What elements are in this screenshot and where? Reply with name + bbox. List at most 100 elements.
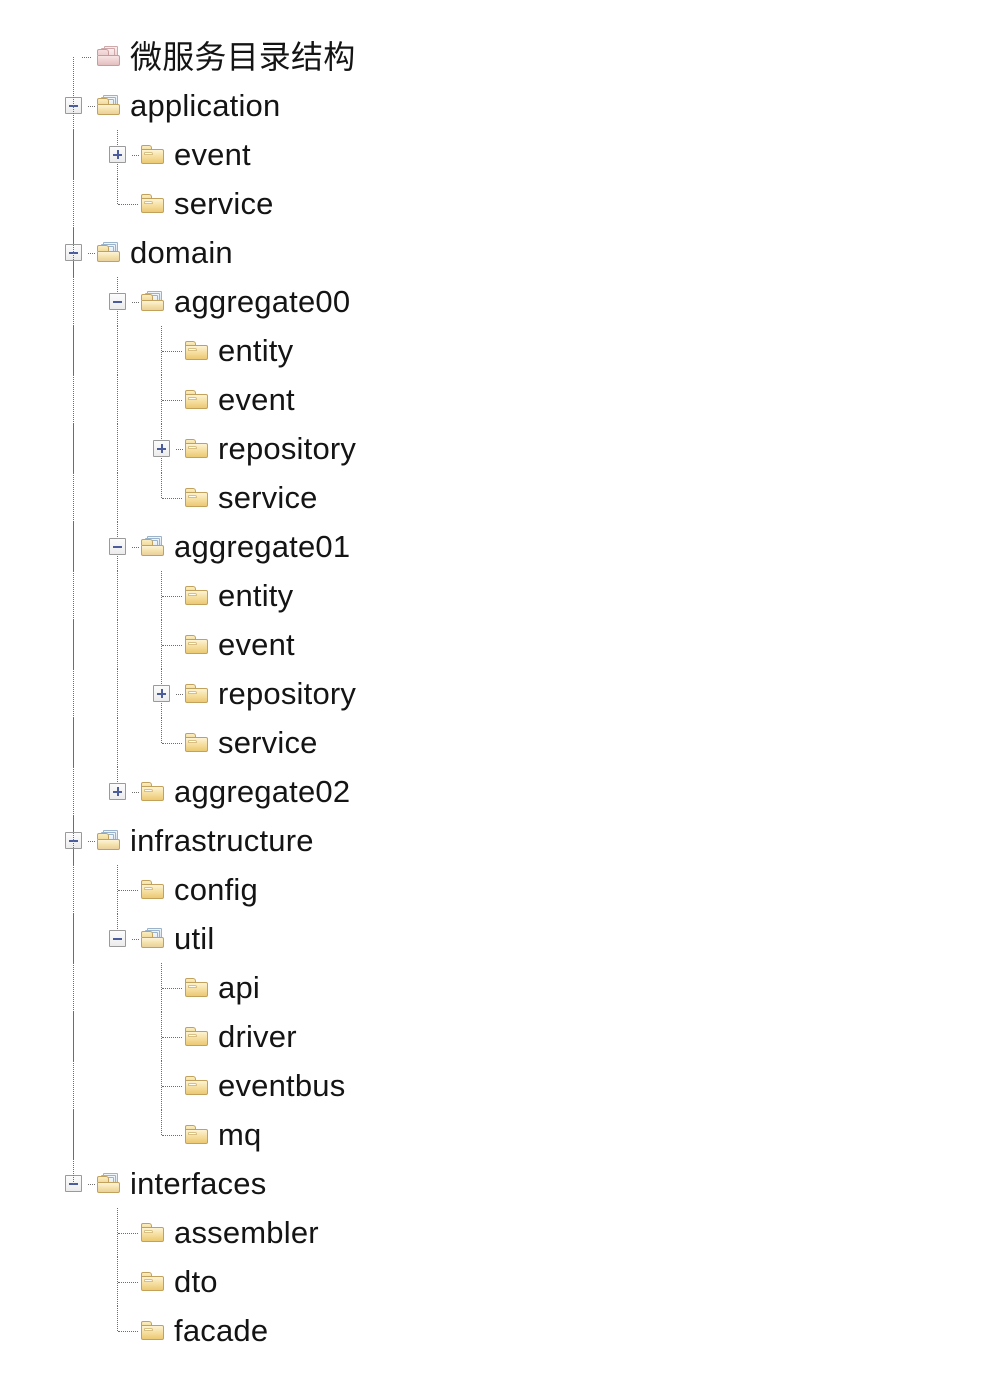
tree-node-config[interactable]: config bbox=[73, 865, 258, 914]
tree-guide-line bbox=[176, 693, 183, 696]
tree-node-knob bbox=[140, 1012, 184, 1061]
closed-folder-icon bbox=[140, 781, 166, 803]
tree-node-label: aggregate02 bbox=[174, 774, 351, 809]
collapse-node-icon[interactable] bbox=[109, 292, 126, 310]
tree-node-util[interactable]: util bbox=[73, 914, 214, 963]
tree-guide-line bbox=[162, 644, 182, 647]
tree-guide-line bbox=[117, 1306, 119, 1331]
tree-guide-line bbox=[88, 840, 95, 843]
tree-node-label: 微服务目录结构 bbox=[130, 37, 356, 76]
tree-node-dto[interactable]: dto bbox=[96, 1257, 218, 1306]
tree-node-knob[interactable] bbox=[96, 277, 140, 326]
tree-node-knob bbox=[140, 718, 184, 767]
open-folder-icon bbox=[140, 535, 166, 558]
tree-node-knob bbox=[140, 620, 184, 669]
tree-node-assembler[interactable]: assembler bbox=[96, 1208, 319, 1257]
tree-node-label: api bbox=[218, 970, 260, 1005]
tree-node-aggregate01[interactable]: aggregate01 bbox=[73, 522, 351, 571]
tree-node-knob[interactable] bbox=[96, 767, 140, 816]
tree-guide-line bbox=[118, 889, 138, 892]
tree-guide-line bbox=[161, 1061, 163, 1110]
open-folder-icon bbox=[96, 829, 122, 852]
tree-guide-line bbox=[88, 252, 95, 255]
tree-guide-line bbox=[117, 473, 119, 522]
tree-node-knob[interactable] bbox=[96, 522, 140, 571]
tree-node-aggregate02[interactable]: aggregate02 bbox=[73, 767, 351, 816]
tree-node-application[interactable]: application bbox=[52, 81, 280, 130]
tree-guide-line bbox=[117, 767, 119, 792]
tree-node-微服务目录结构[interactable]: 微服务目录结构 bbox=[52, 32, 355, 81]
tree-node-driver[interactable]: driver bbox=[73, 1012, 297, 1061]
tree-node-service[interactable]: service bbox=[73, 473, 318, 522]
tree-node-label: event bbox=[218, 382, 295, 417]
tree-node-knob[interactable] bbox=[96, 130, 140, 179]
closed-folder-icon bbox=[184, 487, 210, 509]
tree-guide-line bbox=[162, 399, 182, 402]
tree-node-label: interfaces bbox=[130, 1166, 267, 1201]
expand-node-icon[interactable] bbox=[153, 684, 170, 702]
tree-node-label: driver bbox=[218, 1019, 297, 1054]
expand-node-icon[interactable] bbox=[153, 439, 170, 457]
root-open-folder-icon bbox=[96, 45, 122, 68]
tree-guide-line bbox=[117, 571, 119, 620]
tree-node-service[interactable]: service bbox=[73, 179, 274, 228]
closed-folder-icon bbox=[184, 438, 210, 460]
tree-node-label: eventbus bbox=[218, 1068, 346, 1103]
tree-node-label: facade bbox=[174, 1313, 269, 1348]
closed-folder-icon bbox=[140, 144, 166, 166]
closed-folder-icon bbox=[140, 1222, 166, 1244]
tree-node-entity[interactable]: entity bbox=[73, 571, 293, 620]
collapse-node-icon[interactable] bbox=[109, 929, 126, 947]
tree-node-knob bbox=[96, 1306, 140, 1355]
tree-guide-line bbox=[161, 375, 163, 424]
tree-guide-line bbox=[117, 1208, 119, 1257]
tree-node-label: dto bbox=[174, 1264, 218, 1299]
tree-guide-line bbox=[73, 56, 75, 1184]
tree-node-event[interactable]: event bbox=[73, 130, 251, 179]
tree-node-mq[interactable]: mq bbox=[73, 1110, 261, 1159]
tree-node-knob[interactable] bbox=[140, 424, 184, 473]
closed-folder-icon bbox=[184, 585, 210, 607]
tree-guide-line bbox=[117, 375, 119, 424]
tree-node-aggregate00[interactable]: aggregate00 bbox=[73, 277, 351, 326]
tree-node-api[interactable]: api bbox=[73, 963, 260, 1012]
tree-node-knob bbox=[140, 473, 184, 522]
tree-node-event[interactable]: event bbox=[73, 620, 295, 669]
tree-node-interfaces[interactable]: interfaces bbox=[52, 1159, 266, 1208]
collapse-node-icon[interactable] bbox=[109, 537, 126, 555]
tree-node-knob bbox=[96, 865, 140, 914]
tree-guide-line bbox=[118, 1232, 138, 1235]
tree-node-knob bbox=[140, 1061, 184, 1110]
tree-guide-line bbox=[117, 914, 119, 939]
tree-guide-line bbox=[117, 718, 119, 767]
tree-node-eventbus[interactable]: eventbus bbox=[73, 1061, 346, 1110]
tree-guide-line bbox=[117, 620, 119, 669]
tree-node-knob bbox=[96, 1257, 140, 1306]
tree-node-knob bbox=[140, 326, 184, 375]
open-folder-icon bbox=[96, 1172, 122, 1195]
tree-guide-line bbox=[162, 595, 182, 598]
tree-node-facade[interactable]: facade bbox=[96, 1306, 268, 1355]
tree-node-infrastructure[interactable]: infrastructure bbox=[52, 816, 314, 865]
tree-guide-line bbox=[161, 1012, 163, 1061]
tree-node-event[interactable]: event bbox=[73, 375, 295, 424]
tree-guide-line bbox=[161, 963, 163, 1012]
expand-node-icon[interactable] bbox=[109, 782, 126, 800]
tree-node-label: aggregate00 bbox=[174, 284, 351, 319]
tree-node-entity[interactable]: entity bbox=[73, 326, 293, 375]
tree-node-repository[interactable]: repository bbox=[73, 669, 356, 718]
tree-node-domain[interactable]: domain bbox=[52, 228, 233, 277]
tree-guide-line bbox=[117, 424, 119, 473]
tree-node-knob[interactable] bbox=[96, 914, 140, 963]
tree-node-service[interactable]: service bbox=[73, 718, 318, 767]
tree-guide-line bbox=[161, 326, 163, 375]
closed-folder-icon bbox=[184, 389, 210, 411]
tree-guide-line bbox=[161, 718, 163, 743]
expand-node-icon[interactable] bbox=[109, 145, 126, 163]
tree-node-repository[interactable]: repository bbox=[73, 424, 356, 473]
tree-node-label: aggregate01 bbox=[174, 529, 351, 564]
tree-guide-line bbox=[162, 1085, 182, 1088]
closed-folder-icon bbox=[184, 977, 210, 999]
tree-node-knob[interactable] bbox=[140, 669, 184, 718]
